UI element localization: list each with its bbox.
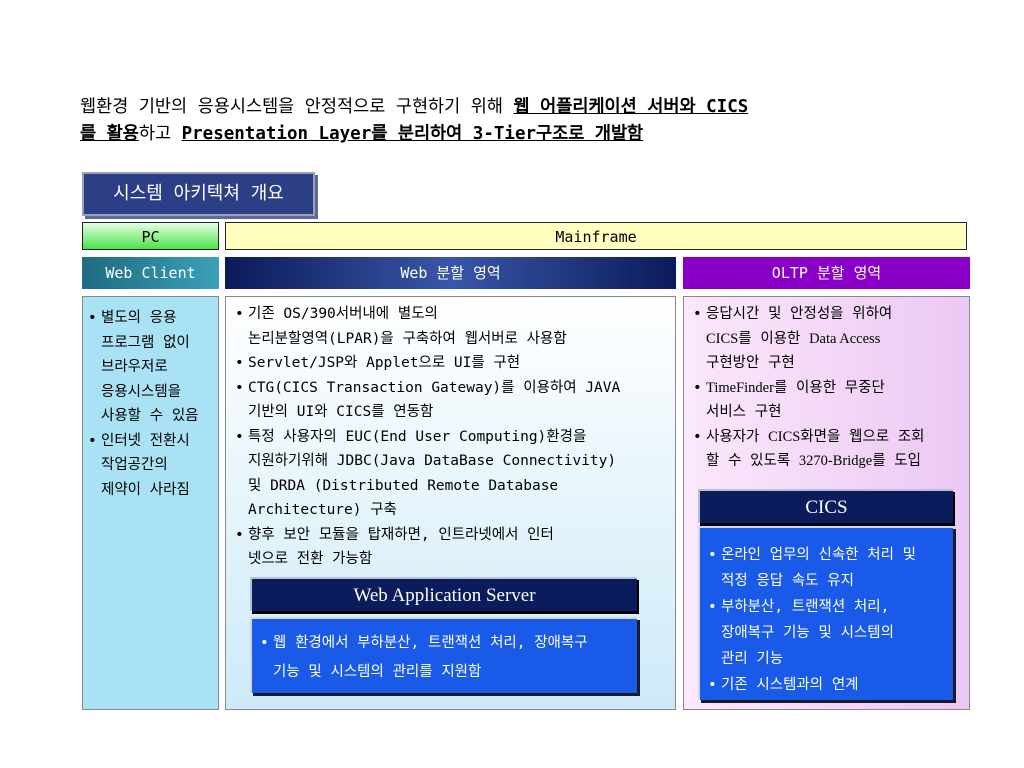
intro-text: 웹환경 기반의 응용시스템을 안정적으로 구현하기 위해 웹 어플리케이션 서버… [80,94,980,148]
list-item: 별도의 응용 프로그램 없이 브라우저로 응용시스템을 사용할 수 있음 [88,306,228,429]
list-item: 기존 시스템과의 연계 [708,672,916,698]
cics-header: CICS [698,489,953,523]
intro-line2-emphasis-a: 를 활용 [80,124,139,144]
intro-line2-emphasis-b: Presentation Layer를 분리하여 3-Tier구조로 개발함 [181,124,644,144]
mainframe-tier-header: Mainframe [225,222,967,250]
list-item: 특정 사용자의 EUC(End User Computing)환경을 지원하기위… [235,425,675,523]
list-item: Servlet/JSP와 Applet으로 UI를 구현 [235,351,675,376]
intro-line-2: 를 활용하고 Presentation Layer를 분리하여 3-Tier구조… [80,121,980,148]
cics-box: 온라인 업무의 신속한 처리 및 적정 응답 속도 유지 부하분산, 트랜잭션 … [698,526,953,700]
web-application-server-header: Web Application Server [250,577,637,611]
list-item: 부하분산, 트랜잭션 처리, 장애복구 기능 및 시스템의 관리 기능 [708,594,916,672]
was-bullets: 웹 환경에서 부하분산, 트랜잭션 처리, 장애복구 기능 및 시스템의 관리를… [260,629,588,687]
web-client-header: Web Client [82,257,219,289]
web-zone-bullets: 기존 OS/390서버내에 별도의 논리분할영역(LPAR)을 구축하여 웹서버… [235,302,675,572]
pc-tier-header: PC [82,222,219,250]
list-item: 온라인 업무의 신속한 처리 및 적정 응답 속도 유지 [708,542,916,594]
web-application-server-box: 웹 환경에서 부하분산, 트랜잭션 처리, 장애복구 기능 및 시스템의 관리를… [250,617,637,693]
intro-line2-plain: 하고 [138,124,182,144]
intro-line1-plain: 웹환경 기반의 응용시스템을 안정적으로 구현하기 위해 [80,97,514,117]
cics-bullets: 온라인 업무의 신속한 처리 및 적정 응답 속도 유지 부하분산, 트랜잭션 … [708,542,916,698]
web-client-bullets: 별도의 응용 프로그램 없이 브라우저로 응용시스템을 사용할 수 있음 인터넷… [88,306,228,502]
list-item: 응답시간 및 안정성을 위하여 CICS를 이용한 Data Access 구현… [693,302,993,376]
list-item: 웹 환경에서 부하분산, 트랜잭션 처리, 장애복구 기능 및 시스템의 관리를… [260,629,588,687]
oltp-zone-header: OLTP 분할 영역 [683,257,970,289]
intro-line1-emphasis: 웹 어플리케이션 서버와 CICS [513,97,749,117]
list-item: 기존 OS/390서버내에 별도의 논리분할영역(LPAR)을 구축하여 웹서버… [235,302,675,351]
list-item: 인터넷 전환시 작업공간의 제약이 사라짐 [88,429,228,503]
section-title: 시스템 아키텍쳐 개요 [82,172,315,216]
list-item: TimeFinder를 이용한 무중단 서비스 구현 [693,376,993,425]
web-zone-header: Web 분할 영역 [225,257,676,289]
list-item: CTG(CICS Transaction Gateway)를 이용하여 JAVA… [235,376,675,425]
oltp-zone-bullets: 응답시간 및 안정성을 위하여 CICS를 이용한 Data Access 구현… [693,302,993,474]
list-item: 사용자가 CICS화면을 웹으로 조회 할 수 있도록 3270-Bridge를… [693,425,993,474]
list-item: 향후 보안 모듈을 탑재하면, 인트라넷에서 인터 넷으로 전환 가능함 [235,523,675,572]
intro-line-1: 웹환경 기반의 응용시스템을 안정적으로 구현하기 위해 웹 어플리케이션 서버… [80,94,980,121]
